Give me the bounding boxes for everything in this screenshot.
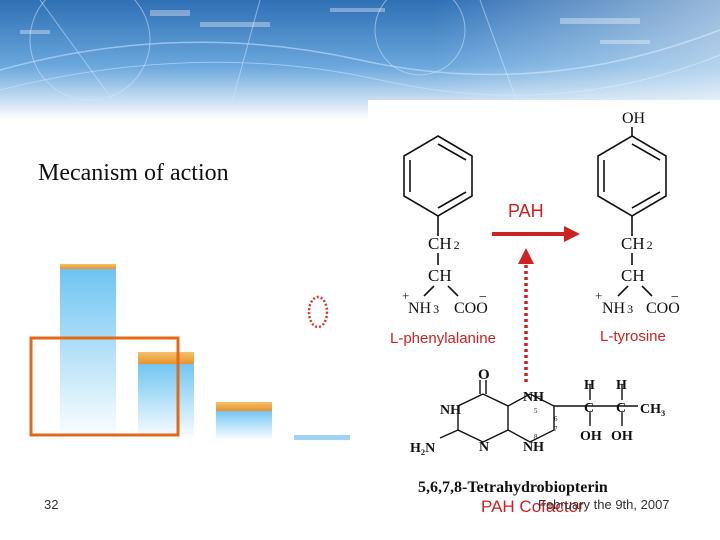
slide-title: Mecanism of action bbox=[38, 160, 229, 186]
cofactor-h1: H bbox=[584, 378, 595, 393]
deco-bar-3 bbox=[216, 410, 272, 440]
phenylalanine-ring bbox=[403, 135, 473, 236]
tyr-coo-charge: − bbox=[671, 290, 679, 305]
cofactor-c2: C bbox=[616, 401, 626, 416]
highlight-frame bbox=[29, 336, 180, 437]
cofactor-nh-bottom: NH bbox=[523, 440, 544, 455]
phe-coo-charge: − bbox=[479, 290, 487, 305]
tyr-nh3-charge: + bbox=[595, 288, 602, 303]
deco-bar-1 bbox=[60, 268, 116, 440]
cofactor-n: N bbox=[479, 440, 489, 455]
cofactor-ch3: CH₃ bbox=[640, 402, 665, 417]
cofactor-pos5: 5 bbox=[534, 407, 538, 415]
deco-bar-2 bbox=[138, 362, 194, 440]
reaction-arrowhead bbox=[564, 226, 580, 242]
cofactor-oh1: OH bbox=[580, 429, 602, 444]
substrate-name: L-phenylalanine bbox=[390, 330, 496, 347]
cofactor-h2n: H₂N bbox=[410, 441, 435, 456]
cofactor-o: O bbox=[478, 367, 490, 383]
product-name: L-tyrosine bbox=[600, 328, 666, 345]
cofactor-label: PAH Cofactor bbox=[481, 497, 584, 516]
cofactor-h2: H bbox=[616, 378, 627, 393]
phe-nh3-charge: + bbox=[402, 288, 409, 303]
tyrosine-ring bbox=[597, 135, 667, 236]
cofactor-nh-left: NH bbox=[440, 403, 461, 418]
cofactor-pos8: 8 bbox=[534, 433, 538, 441]
tyr-ch-label: CH bbox=[621, 266, 645, 285]
cofactor-oh2: OH bbox=[611, 429, 633, 444]
cofactor-pos6: 6 bbox=[554, 415, 558, 423]
slide-number: 32 bbox=[44, 497, 59, 512]
deco-bar-3-cap bbox=[216, 402, 272, 411]
tyr-oh-label: OH bbox=[622, 110, 646, 127]
cofactor-nh-top: NH bbox=[523, 390, 544, 405]
cofactor-arrowhead bbox=[518, 248, 534, 264]
cofactor-structure: O NH NH H₂N N NH H H C C CH₃ OH OH 5 6 7… bbox=[410, 367, 665, 456]
tyr-coo-label: COO bbox=[646, 300, 680, 317]
deco-bar-2-cap bbox=[138, 352, 194, 364]
enzyme-label: PAH bbox=[508, 201, 544, 221]
footer-date: February the 9th, 2007 bbox=[538, 497, 670, 512]
phe-ch-label: CH bbox=[428, 266, 452, 285]
deco-bar-1-cap bbox=[60, 264, 116, 269]
oxygen-ring-icon bbox=[307, 295, 329, 329]
cofactor-c1: C bbox=[584, 401, 594, 416]
cofactor-pos7: 7 bbox=[554, 425, 558, 433]
deco-bar-4 bbox=[294, 435, 350, 440]
cofactor-name: 5,6,7,8-Tetrahydrobiopterin bbox=[418, 479, 608, 496]
phe-coo-label: COO bbox=[454, 300, 488, 317]
